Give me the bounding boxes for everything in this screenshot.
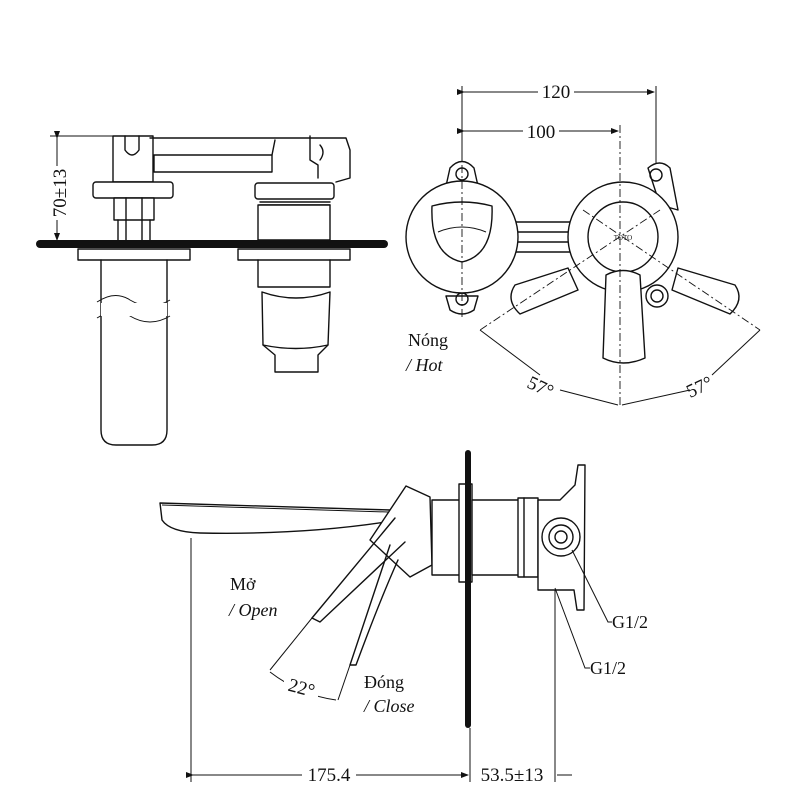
- top-view: 120 100 TOTO 57° 57° N: [405, 80, 761, 406]
- open-label-vi: Mở: [230, 574, 256, 594]
- spout-length-dimension: 175.4: [308, 765, 351, 786]
- side-view: 22° Mở / Open Đóng / Close G1/2 G1/2 175…: [159, 450, 648, 786]
- open-label-en: / Open: [228, 600, 278, 620]
- hot-label-vi: Nóng: [408, 330, 448, 350]
- depth-dimension: 53.5±13: [481, 765, 544, 786]
- hot-label-en: / Hot: [405, 355, 444, 375]
- angle-right-label: 57°: [683, 372, 716, 402]
- thread-lower-label: G1/2: [590, 658, 626, 678]
- height-dimension-label: 70±13: [50, 169, 71, 217]
- thread-upper-label: G1/2: [612, 612, 648, 632]
- brand-logo: TOTO: [614, 234, 632, 242]
- wall-plate: [36, 240, 388, 248]
- wall-section: [465, 450, 471, 728]
- width-outer-dimension: 120: [542, 82, 571, 103]
- front-view: 70±13: [36, 131, 388, 446]
- width-inner-dimension: 100: [527, 122, 556, 143]
- close-label-en: / Close: [363, 696, 415, 716]
- close-label-vi: Đóng: [364, 672, 404, 692]
- angle-left-label: 57°: [524, 372, 557, 402]
